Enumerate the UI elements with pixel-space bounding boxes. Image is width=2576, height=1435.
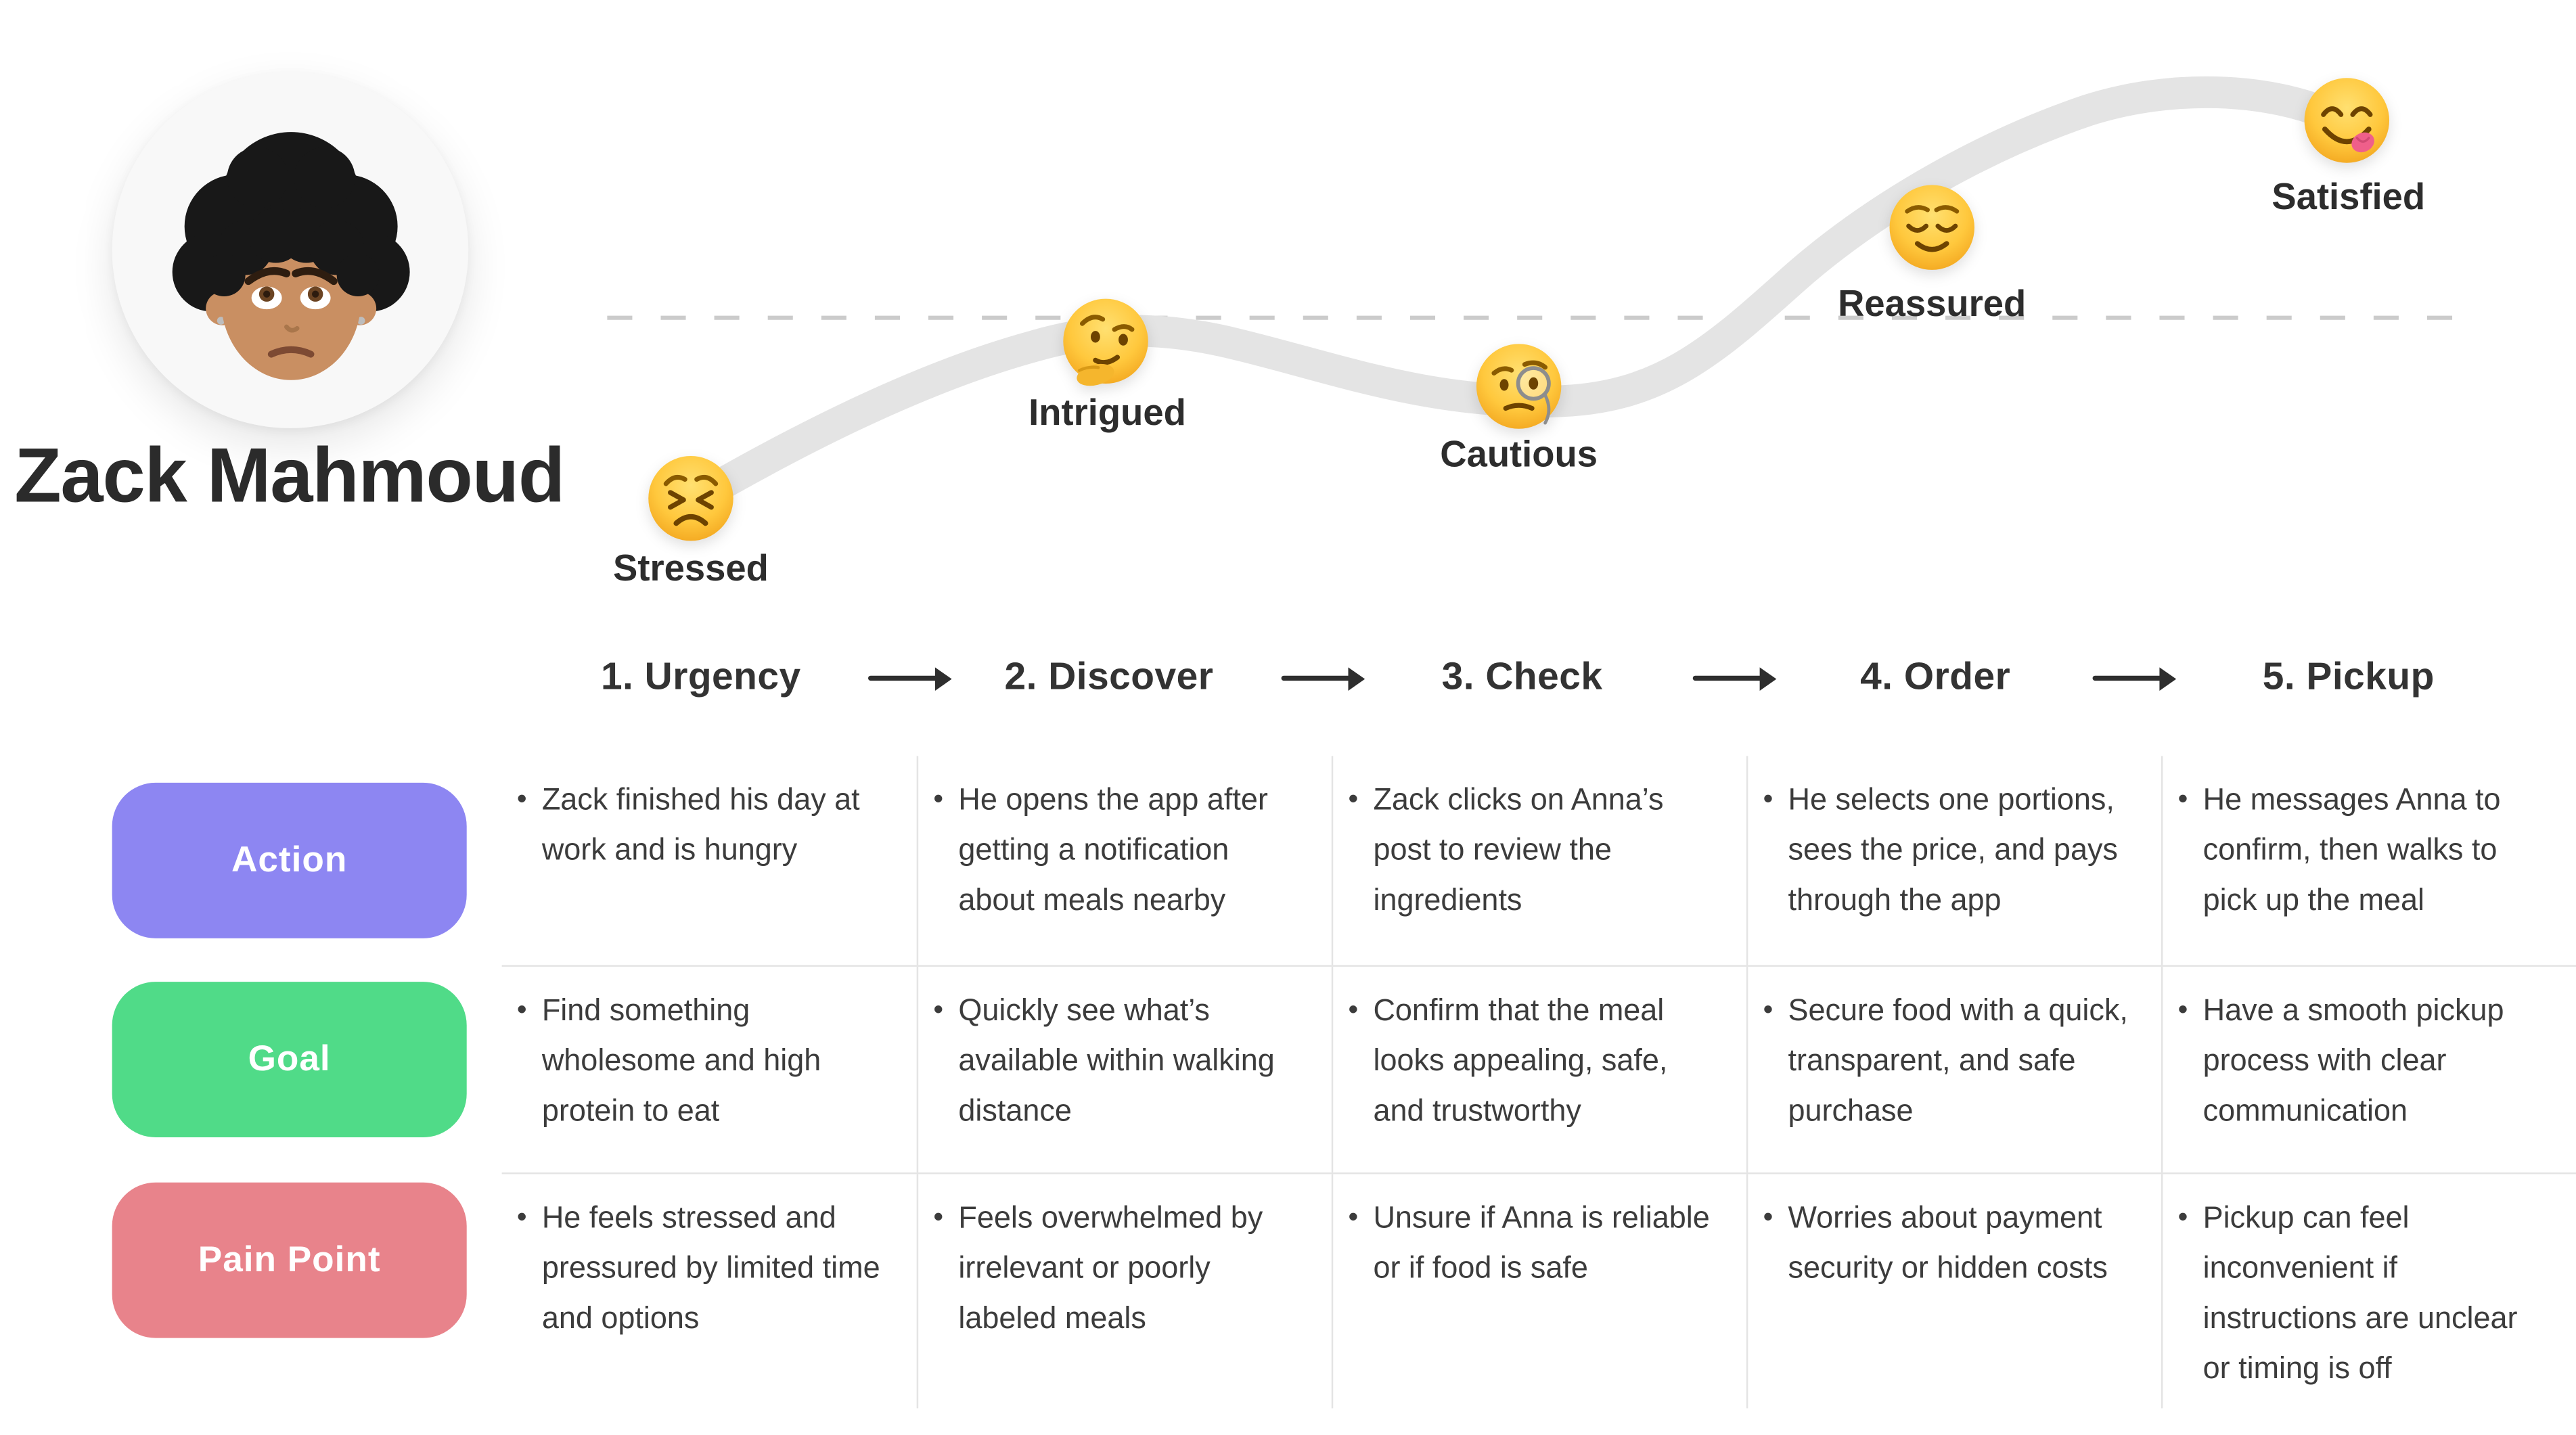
emotion-label-intrigued: Intrigued [1029, 391, 1186, 434]
cell-text: He feels stressed and pressured by limit… [541, 1200, 880, 1335]
cell-text: He opens the app after getting a notific… [958, 782, 1268, 917]
action-cell-pickup: • He messages Anna to confirm, then walks… [2161, 756, 2576, 965]
cell-text: Quickly see what’s available within walk… [958, 993, 1275, 1128]
action-cell-urgency: • Zack finished his day at work and is hu… [502, 756, 917, 965]
cell-text: He selects one portions, sees the price,… [1788, 782, 2118, 917]
bullet: • [1348, 1200, 1359, 1233]
goal-cell-order: • Secure food with a quick, transparent, … [1746, 966, 2161, 1172]
bullet: • [1763, 782, 1773, 815]
pain-cell-order: • Worries about payment security or hidde… [1746, 1174, 2161, 1409]
row-label-goal: Goal [112, 982, 467, 1138]
cell-text: He messages Anna to confirm, then walks … [2202, 782, 2501, 917]
persona-avatar [112, 72, 469, 428]
bullet: • [516, 993, 527, 1026]
bullet: • [1348, 993, 1359, 1026]
bullet: • [2177, 993, 2188, 1026]
cell-text: Worries about payment security or hidden… [1788, 1200, 2108, 1285]
goal-cell-check: • Confirm that the meal looks appealing, … [1331, 966, 1746, 1172]
goal-cell-urgency: • Find something wholesome and high prote… [502, 967, 917, 1172]
intrigued-emoji-icon [1059, 294, 1152, 388]
stage-header-discover: 2. Discover [1004, 654, 1214, 698]
cell-text: Unsure if Anna is reliable or if food is… [1373, 1200, 1710, 1285]
emotion-label-reassured: Reassured [1838, 282, 2027, 325]
emotion-curve [607, 76, 2464, 518]
cell-text: Secure food with a quick, transparent, a… [1788, 993, 2128, 1128]
bullet: • [1763, 1200, 1773, 1233]
row-label-action-text: Action [231, 839, 348, 880]
pain-point-row: • He feels stressed and pressured by limi… [501, 1172, 2576, 1409]
row-label-action: Action [112, 782, 467, 938]
row-label-pain-point-text: Pain Point [198, 1239, 381, 1280]
cell-text: Zack finished his day at work and is hun… [541, 782, 860, 867]
pain-cell-urgency: • He feels stressed and pressured by limi… [502, 1174, 917, 1408]
reassured-emoji-icon [1885, 181, 1979, 274]
goal-cell-discover: • Quickly see what’s available within wal… [916, 966, 1332, 1172]
bullet: • [2177, 1200, 2188, 1233]
cautious-emoji-icon [1472, 340, 1565, 433]
persona-name: Zack Mahmoud [14, 431, 565, 519]
bullet: • [933, 782, 944, 815]
cell-text: Pickup can feel inconvenient if instruct… [2202, 1200, 2518, 1385]
worried-memoji-icon [171, 132, 409, 380]
cell-text: Zack clicks on Anna’s post to review the… [1373, 782, 1664, 917]
bullet: • [516, 782, 527, 815]
stage-arrow-icon [868, 666, 952, 690]
stage-header-order: 4. Order [1860, 654, 2011, 698]
emotion-label-stressed: Stressed [613, 547, 769, 589]
pain-cell-pickup: • Pickup can feel inconvenient if instruc… [2161, 1174, 2576, 1409]
emotion-label-satisfied: Satisfied [2272, 175, 2426, 218]
action-row: • Zack finished his day at work and is hu… [502, 756, 2576, 965]
cell-text: Feels overwhelmed by irrelevant or poorl… [958, 1200, 1263, 1335]
stage-arrow-icon [2092, 666, 2177, 690]
bullet: • [933, 1200, 944, 1233]
row-label-pain-point: Pain Point [112, 1182, 467, 1338]
goal-cell-pickup: • Have a smooth pickup process with clear… [2161, 966, 2576, 1172]
bullet: • [1763, 993, 1773, 1026]
emotion-label-cautious: Cautious [1440, 433, 1598, 476]
journey-table: • Zack finished his day at work and is hu… [501, 756, 2576, 1409]
stage-arrow-icon [1281, 666, 1365, 690]
satisfied-emoji-icon [2300, 74, 2393, 167]
action-cell-discover: • He opens the app after getting a notifi… [916, 756, 1332, 965]
cell-text: Confirm that the meal looks appealing, s… [1373, 993, 1668, 1128]
cell-text: Find something wholesome and high protei… [541, 993, 821, 1128]
pain-cell-check: • Unsure if Anna is reliable or if food i… [1331, 1174, 1746, 1409]
row-label-goal-text: Goal [248, 1039, 331, 1079]
bullet: • [1348, 782, 1359, 815]
action-cell-check: • Zack clicks on Anna’s post to review th… [1331, 756, 1746, 965]
cell-text: Have a smooth pickup process with clear … [2202, 993, 2504, 1128]
bullet: • [2177, 782, 2188, 815]
pain-cell-discover: • Feels overwhelmed by irrelevant or poor… [916, 1174, 1332, 1409]
bullet: • [933, 993, 944, 1026]
bullet: • [516, 1200, 527, 1233]
stage-header-urgency: 1. Urgency [600, 654, 801, 698]
stage-header-pickup: 5. Pickup [2262, 654, 2435, 698]
goal-row: • Find something wholesome and high prote… [501, 965, 2576, 1172]
stage-header-check: 3. Check [1441, 654, 1603, 698]
action-cell-order: • He selects one portions, sees the price… [1746, 756, 2161, 965]
stressed-emoji-icon [644, 451, 738, 545]
stage-arrow-icon [1692, 666, 1777, 690]
